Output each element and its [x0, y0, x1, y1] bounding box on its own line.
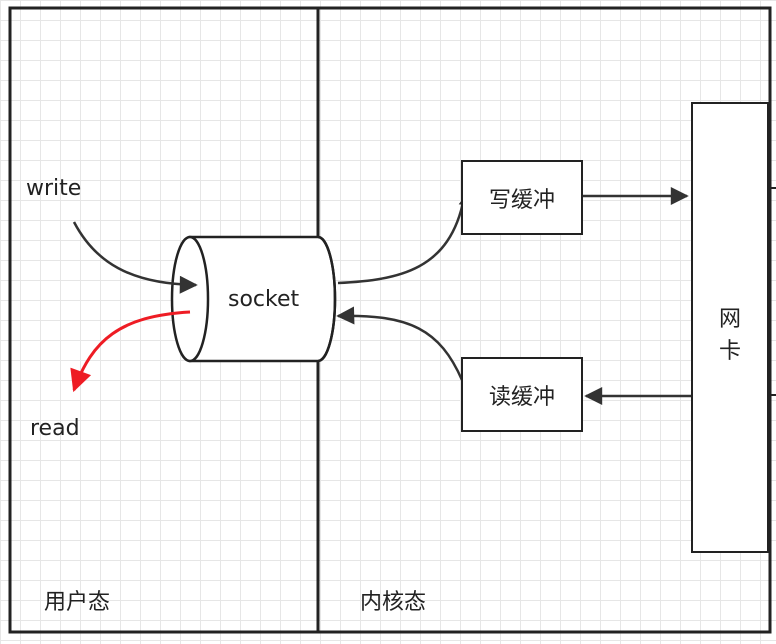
kernel-space-label: 内核态 — [360, 590, 427, 615]
write-buffer-label: 写缓冲 — [488, 187, 555, 213]
nic-label: 网 卡 — [693, 304, 767, 368]
write-arrow — [72, 221, 198, 294]
write-label: write — [26, 176, 82, 201]
read-label: read — [30, 416, 80, 441]
read-buffer-to-socket-arrow — [336, 306, 464, 381]
nic-label-char-1: 网 — [718, 307, 741, 332]
outer-frame — [8, 6, 772, 634]
read-arrow — [70, 310, 191, 393]
read-buffer-label: 读缓冲 — [488, 384, 555, 410]
socket-cylinder — [170, 235, 337, 363]
nic-box: 网 卡 — [691, 102, 769, 553]
nic-label-char-2: 卡 — [718, 339, 741, 364]
write-buffer-box: 写缓冲 — [461, 160, 583, 235]
read-buffer-box: 读缓冲 — [461, 357, 583, 432]
socket-label: socket — [228, 287, 300, 312]
user-space-label: 用户态 — [44, 590, 111, 615]
socket-to-write-buffer-arrow — [337, 197, 467, 285]
